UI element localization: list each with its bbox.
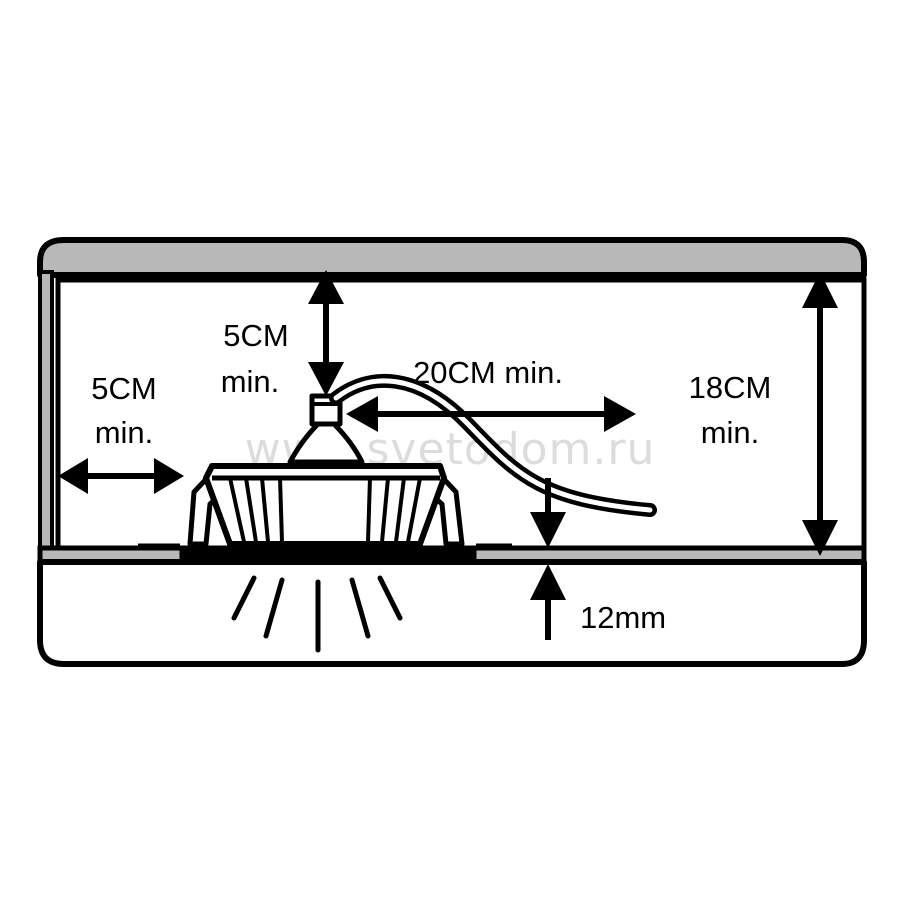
left-clearance-arrowhead-right: [154, 458, 184, 494]
room-below: [37, 559, 867, 667]
dimension-arrows: [58, 270, 838, 640]
height-label: 18CM: [689, 370, 772, 405]
light-rays: [231, 575, 403, 653]
side-clearance-arrow: [346, 396, 636, 432]
fixture-trim-ring: [179, 545, 477, 563]
side-clearance-arrowhead-right: [604, 396, 636, 432]
panel-thickness-label: 12mm: [580, 600, 666, 635]
height-arrow: [802, 272, 838, 556]
cavity-left-wall: [38, 270, 54, 559]
top-clearance-arrowhead-down: [308, 362, 344, 396]
height-min-label: min.: [701, 415, 760, 450]
housing-ribs: [228, 477, 422, 543]
height-arrowhead-down: [802, 520, 838, 556]
left-clearance-arrow: [58, 458, 184, 494]
height-arrowhead-up: [802, 272, 838, 308]
left-clearance-min-label: min.: [95, 415, 154, 450]
upper-ceiling-slab: [37, 237, 867, 278]
side-clearance-arrowhead-left: [346, 396, 378, 432]
panel-thickness-arrowhead-up: [530, 564, 566, 600]
light-ray: [231, 575, 257, 621]
light-ray: [349, 577, 371, 639]
light-ray: [377, 575, 403, 621]
power-cable-core: [333, 378, 653, 513]
power-cable: [329, 374, 657, 517]
panel-thickness-arrows: [530, 478, 566, 640]
top-clearance-arrowhead-up: [308, 270, 344, 304]
dimension-labels: 5CM min. 5CM min. 20CM min. 18CM min. 12…: [91, 318, 771, 635]
side-clearance-label: 20CM min.: [413, 355, 563, 390]
left-clearance-label: 5CM: [91, 371, 156, 406]
light-ray: [263, 577, 285, 639]
top-clearance-min-label: min.: [221, 364, 280, 399]
left-clearance-arrowhead-left: [58, 458, 88, 494]
top-clearance-label: 5CM: [223, 318, 288, 353]
panel-thickness-arrowhead-down: [530, 512, 566, 548]
top-clearance-arrow: [308, 270, 344, 396]
